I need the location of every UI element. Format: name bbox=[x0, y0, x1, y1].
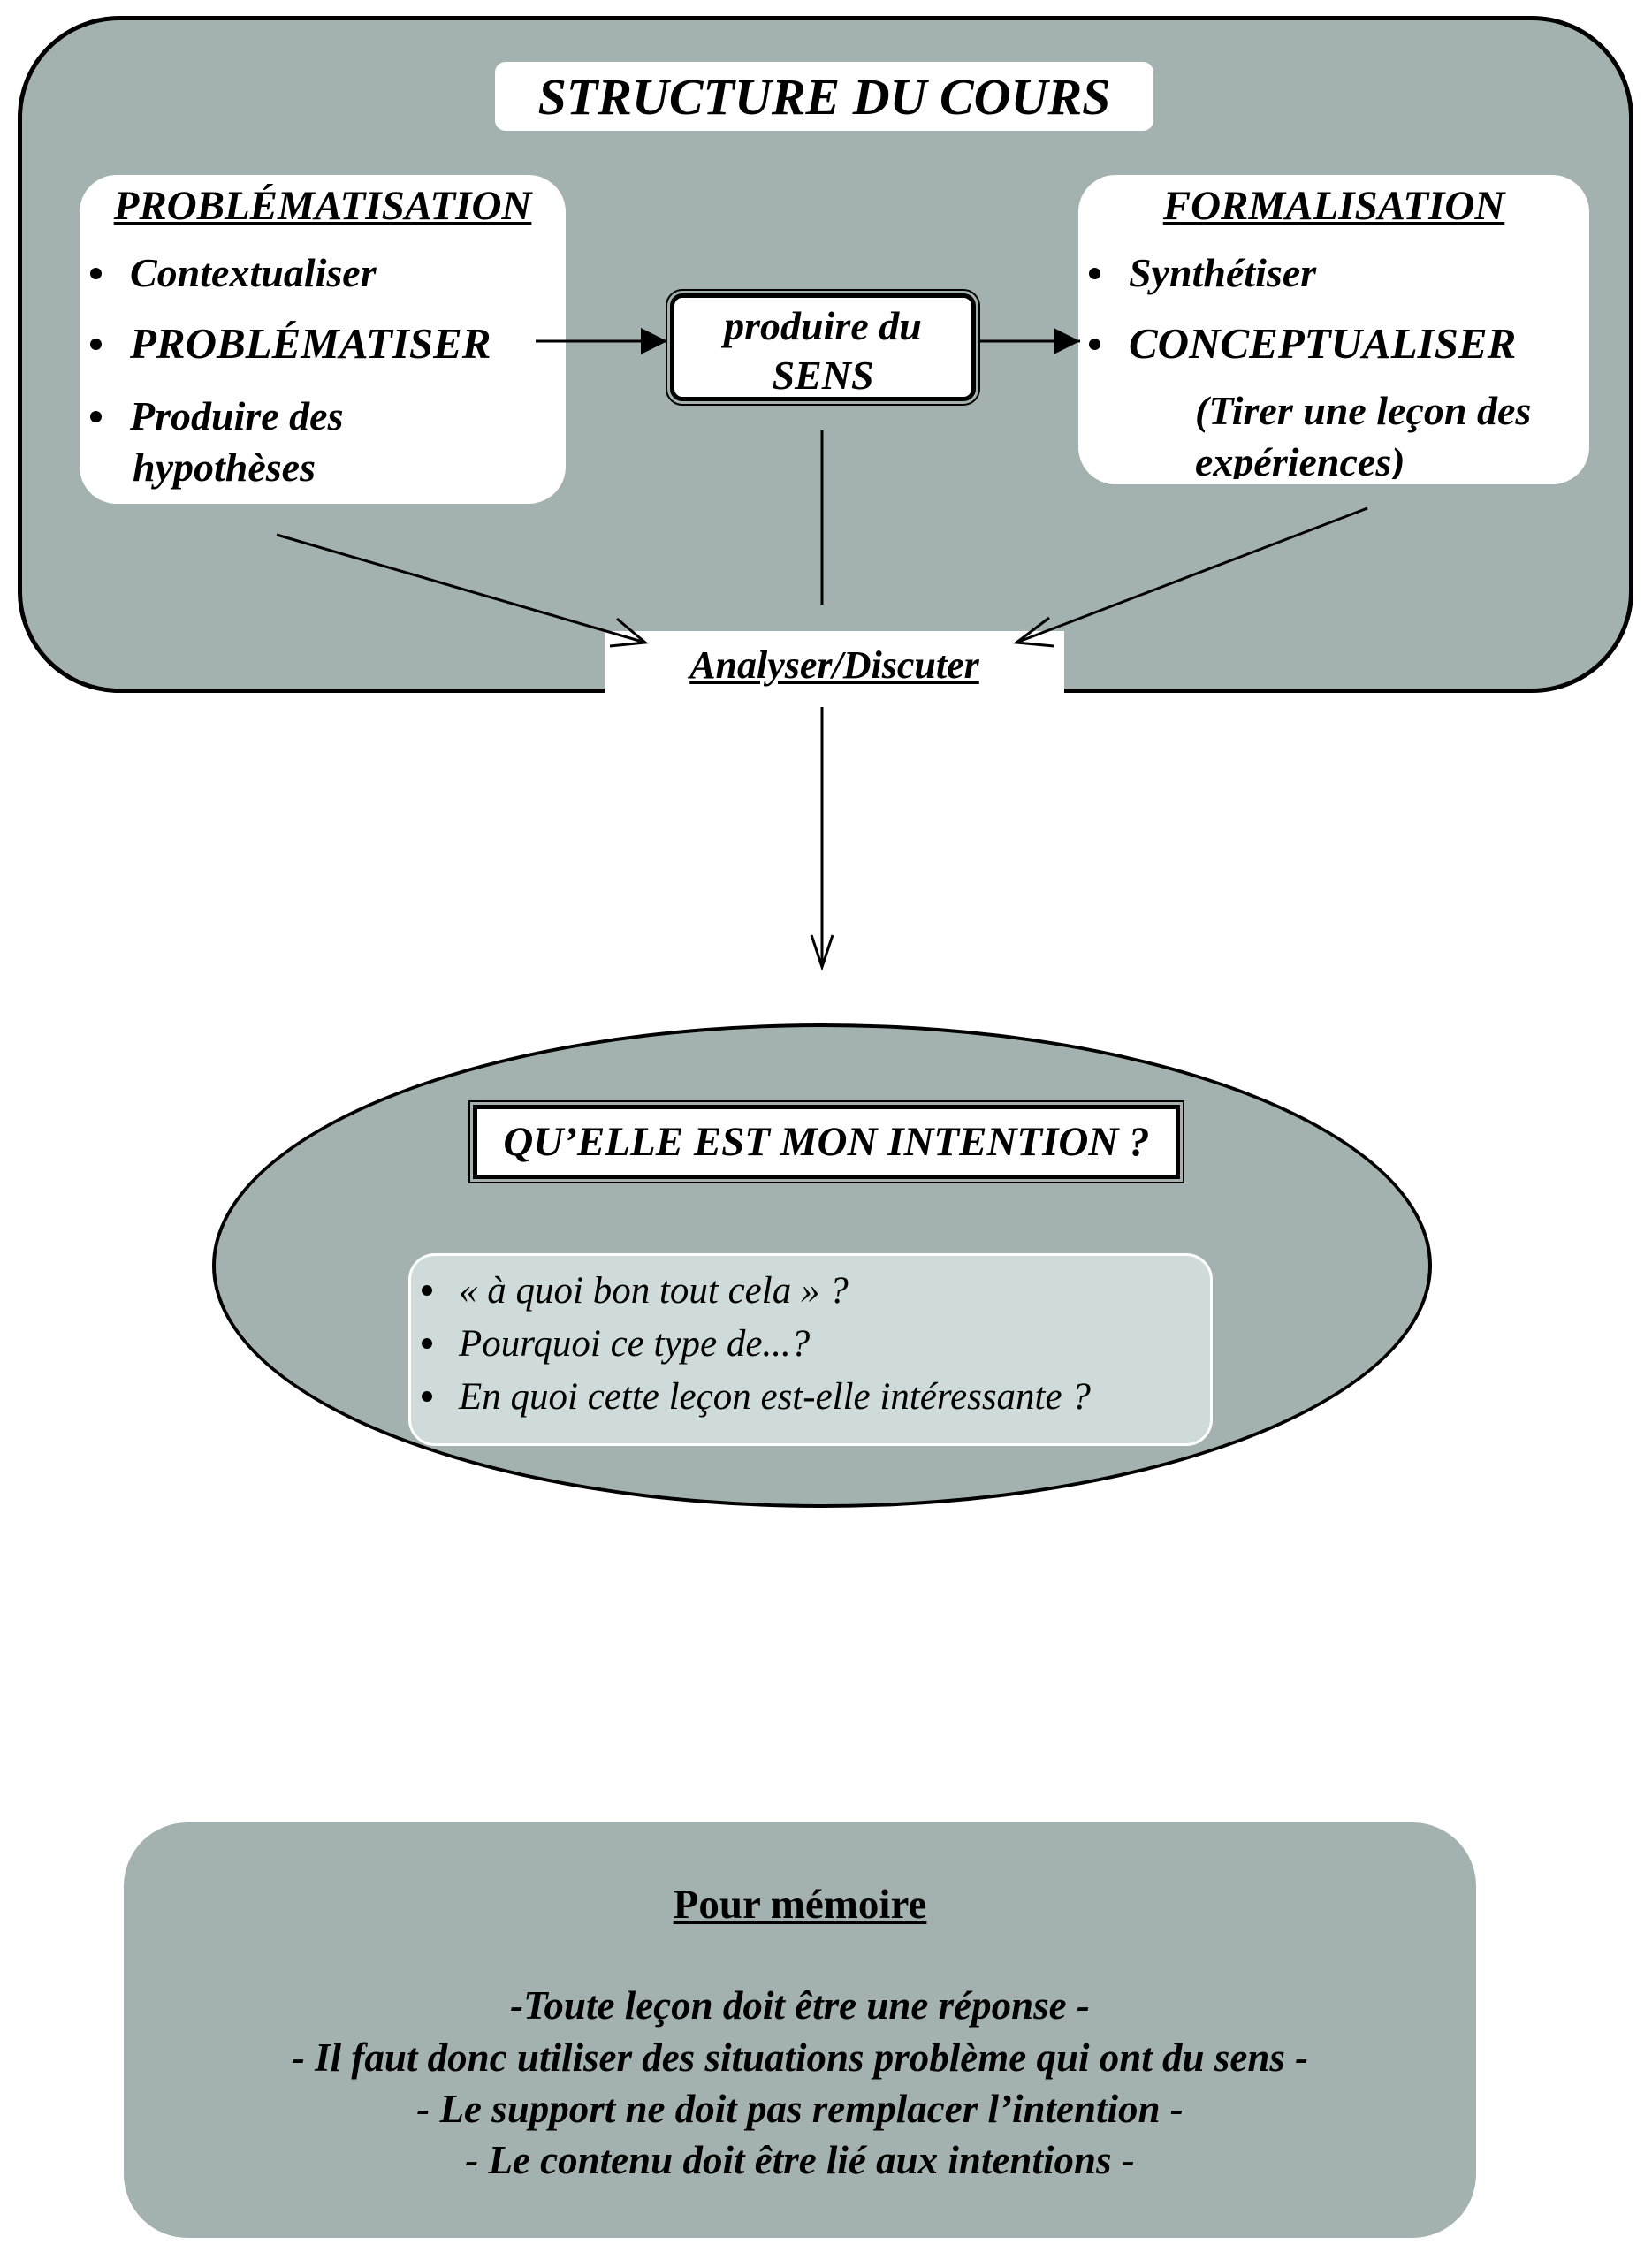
memo-line: - Le support ne doit pas remplacer l’int… bbox=[416, 2087, 1184, 2131]
memo-title: Pour mémoire bbox=[673, 1882, 927, 1928]
bullet-icon bbox=[422, 1285, 432, 1297]
arrow-analyser-to-intention bbox=[810, 707, 834, 971]
formalisation-item: CONCEPTUALISER bbox=[1089, 318, 1516, 369]
problematisation-item: Produire des bbox=[90, 391, 344, 442]
analyser-discuter-box: Analyser/Discuter bbox=[605, 631, 1064, 698]
analyser-discuter-label: Analyser/Discuter bbox=[689, 643, 979, 687]
memo-line: - Le contenu doit être lié aux intention… bbox=[465, 2138, 1135, 2182]
problematisation-item-continuation: hypothèses bbox=[133, 445, 316, 490]
formalisation-item: Synthétiser bbox=[1089, 247, 1316, 299]
formalisation-heading: FORMALISATION bbox=[1162, 183, 1505, 229]
memo-line: - Il faut donc utiliser des situations p… bbox=[291, 2035, 1309, 2080]
bullet-icon bbox=[1089, 267, 1100, 279]
memo-line: -Toute leçon doit être une réponse - bbox=[510, 1983, 1090, 2028]
question-item: En quoi cette leçon est-elle intéressant… bbox=[411, 1371, 1210, 1424]
questions-box: « à quoi bon tout cela » ? Pourquoi ce t… bbox=[408, 1253, 1213, 1446]
formalisation-card bbox=[1078, 175, 1589, 484]
sens-box-line2: SENS bbox=[772, 353, 874, 398]
problematisation-item: PROBLÉMATISER bbox=[90, 318, 491, 369]
question-item: Pourquoi ce type de...? bbox=[411, 1318, 1210, 1371]
intention-title-box: QU’ELLE EST MON INTENTION ? bbox=[468, 1100, 1184, 1183]
arrow-formal-to-analyser bbox=[1013, 506, 1368, 648]
bullet-icon bbox=[90, 267, 102, 279]
intention-title: QU’ELLE EST MON INTENTION ? bbox=[503, 1119, 1150, 1165]
produire-sens-box: produire du SENS bbox=[666, 289, 980, 406]
problematisation-heading: PROBLÉMATISATION bbox=[113, 183, 532, 229]
bullet-icon bbox=[422, 1391, 432, 1403]
structure-title: STRUCTURE DU COURS bbox=[537, 67, 1111, 126]
bullet-icon bbox=[1089, 339, 1100, 351]
structure-title-box: STRUCTURE DU COURS bbox=[495, 62, 1153, 131]
bullet-icon bbox=[90, 410, 102, 422]
sens-box-line1: produire du bbox=[724, 303, 922, 348]
bullet-icon bbox=[422, 1338, 432, 1350]
memo-panel bbox=[124, 1822, 1476, 2238]
bullet-icon bbox=[90, 339, 102, 351]
formalisation-note-line2: expériences) bbox=[1195, 439, 1405, 479]
arrow-problem-to-analyser bbox=[276, 533, 649, 648]
problematisation-card bbox=[80, 175, 566, 504]
problematisation-item: Contextualiser bbox=[90, 247, 377, 299]
formalisation-note-line1: (Tirer une leçon des bbox=[1195, 388, 1532, 433]
question-item: « à quoi bon tout cela » ? bbox=[411, 1265, 1210, 1318]
